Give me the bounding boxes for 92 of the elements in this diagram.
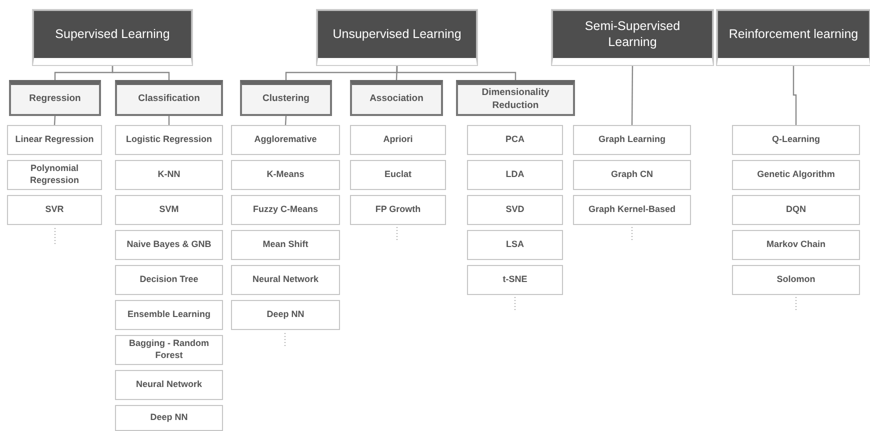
node-label: LSA: [506, 239, 524, 251]
node-label: t-SNE: [502, 274, 528, 286]
subcategory-box: [115, 80, 223, 116]
node-label: Unsupervised Learning: [332, 26, 462, 42]
node-label: Solomon: [776, 274, 816, 286]
algorithm-box: [115, 160, 223, 190]
algorithm-box: [115, 265, 223, 295]
node-label: Regression: [29, 93, 81, 106]
node-label: Reinforcement learning: [728, 26, 858, 42]
node-label: Association: [370, 93, 424, 106]
algorithm-box: [732, 230, 860, 260]
node-label: Fuzzy C-Means: [252, 204, 318, 216]
connector-line: [792, 65, 797, 125]
node-label: Dimensionality Reduction: [480, 87, 550, 112]
category-header: [717, 10, 870, 65]
node-label: Neural Network: [136, 379, 202, 391]
algorithm-box: [115, 370, 223, 400]
algorithm-box: [467, 195, 563, 225]
algorithm-box: [467, 125, 563, 155]
algorithm-box: [467, 160, 563, 190]
algorithm-box: [231, 230, 340, 260]
node-label: K-Means: [266, 169, 304, 181]
connector-line: [284, 116, 287, 126]
node-label: Bagging - Random Forest: [128, 338, 210, 362]
node-label: Ensemble Learning: [127, 309, 211, 321]
node-label: Graph Kernel-Based: [588, 204, 676, 216]
node-label: Q-Learning: [772, 134, 820, 146]
algorithm-box: [115, 230, 223, 260]
algorithm-box: [115, 195, 223, 225]
node-label: Logistic Regression: [126, 134, 212, 146]
algorithm-box: [573, 125, 691, 155]
node-label: Neural Network: [252, 274, 319, 286]
node-label: FP Growth: [375, 204, 421, 216]
category-header: [317, 10, 477, 65]
node-label: K-NN: [158, 169, 180, 181]
algorithm-box: [115, 125, 223, 155]
algorithm-box: [115, 335, 223, 365]
algorithm-box: [350, 195, 446, 225]
algorithm-box: [732, 125, 860, 155]
node-label: Graph CN: [610, 169, 653, 181]
node-label: SVR: [45, 204, 64, 216]
algorithm-box: [7, 195, 102, 225]
algorithm-box: [467, 265, 563, 295]
node-label: Euclat: [384, 169, 412, 181]
algorithm-box: [231, 300, 340, 330]
node-label: SVM: [159, 204, 179, 216]
connector-line: [631, 65, 634, 125]
algorithm-box: [573, 160, 691, 190]
connector-line: [396, 65, 516, 80]
connector-line: [54, 116, 56, 126]
node-label: Deep NN: [266, 309, 304, 321]
algorithm-box: [7, 125, 102, 155]
node-label: Naive Bayes & GNB: [126, 239, 212, 251]
node-label: SVD: [506, 204, 524, 216]
node-label: DQN: [786, 204, 806, 216]
algorithm-box: [231, 125, 340, 155]
subcategory-box: [456, 80, 575, 116]
subcategory-box: [9, 80, 101, 116]
algorithm-box: [732, 195, 860, 225]
node-label: Classification: [138, 93, 200, 106]
connector-line: [112, 65, 170, 80]
node-label: Polynomial Regression: [28, 163, 80, 187]
algorithm-box: [350, 125, 446, 155]
node-label: Clustering: [262, 93, 310, 106]
algorithm-box: [231, 265, 340, 295]
category-header: [33, 10, 192, 65]
subcategory-box: [350, 80, 443, 116]
node-label: Graph Learning: [598, 134, 666, 146]
node-label: Markov Chain: [766, 239, 826, 251]
node-label: Genetic Algorithm: [757, 169, 835, 181]
algorithm-box: [732, 160, 860, 190]
node-label: Mean Shift: [262, 239, 308, 251]
algorithm-box: [115, 405, 223, 431]
algorithm-box: [573, 195, 691, 225]
algorithm-box: [231, 195, 340, 225]
node-label: Aggloremative: [254, 134, 317, 146]
node-label: Linear Regression: [15, 134, 94, 146]
algorithm-box: [231, 160, 340, 190]
algorithm-box: [7, 160, 102, 190]
algorithm-box: [115, 300, 223, 330]
node-label: Decision Tree: [140, 274, 198, 286]
algorithm-box: [350, 160, 446, 190]
algorithm-box: [467, 230, 563, 260]
algorithm-box: [732, 265, 860, 295]
subcategory-box: [240, 80, 332, 116]
node-label: LDA: [506, 169, 524, 181]
category-header: [552, 10, 713, 65]
node-label: Supervised Learning: [55, 26, 170, 42]
node-label: Semi-Supervised Learning: [584, 18, 682, 50]
node-label: PCA: [505, 134, 524, 146]
node-label: Apriori: [383, 134, 413, 146]
node-label: Deep NN: [150, 412, 188, 424]
